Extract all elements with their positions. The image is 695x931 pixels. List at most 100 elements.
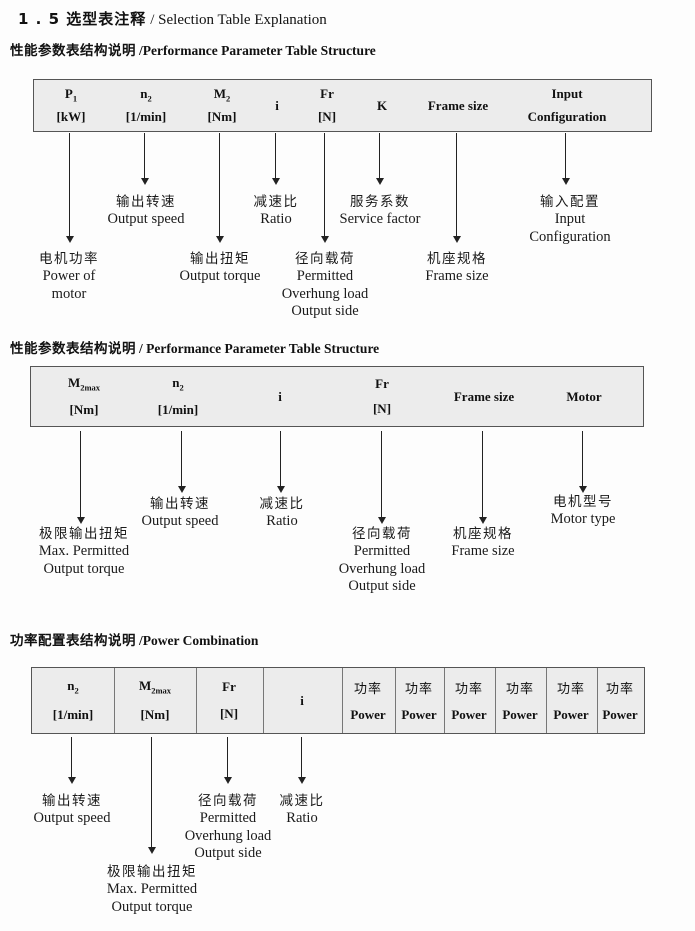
- label-line-cn: 径向载荷: [197, 793, 258, 809]
- label-line-en: Ratio: [286, 810, 318, 826]
- column-divider: [196, 668, 197, 733]
- col-header-k: K: [377, 80, 387, 131]
- label-line-en: Overhung load: [338, 560, 426, 577]
- section1-heading-en: /Performance Parameter Table Structure: [139, 43, 376, 58]
- label-line-cn: 极限输出扭矩: [107, 864, 197, 880]
- section2-heading-cn: 性能参数表结构说明: [10, 341, 136, 357]
- column-divider: [546, 668, 547, 733]
- label-ratio: 减速比 Ratio: [280, 793, 325, 828]
- page-title-en: / Selection Table Explanation: [150, 12, 327, 28]
- arrow-m2: [215, 133, 224, 243]
- col-symbol: M2max: [138, 678, 172, 697]
- col-header-fr: Fr [N]: [220, 668, 238, 733]
- label-line-cn: 减速比: [259, 496, 305, 512]
- col-unit: Power: [451, 707, 487, 722]
- label-output-torque: 输出扭矩 Output torque: [180, 251, 261, 286]
- col-symbol: 功率: [353, 682, 382, 697]
- col-symbol: 功率: [556, 682, 585, 697]
- arrow-m2max: [76, 431, 85, 524]
- col-header-power-1: 功率 Power: [350, 668, 385, 733]
- col-header-frame-size: Frame size: [428, 80, 488, 131]
- label-line-cn: 径向载荷: [351, 526, 412, 542]
- label-line-en: Input: [554, 211, 586, 227]
- label-frame-size: 机座规格 Frame size: [451, 526, 514, 561]
- col-symbol: i: [278, 388, 282, 404]
- section3-heading-en: /Power Combination: [139, 633, 259, 648]
- col-symbol: i: [300, 692, 304, 708]
- label-line-cn: 减速比: [279, 793, 325, 809]
- col-header-i: i: [300, 668, 304, 733]
- column-divider: [597, 668, 598, 733]
- label-line-cn: 径向载荷: [294, 251, 355, 267]
- label-line-cn: 电机型号: [553, 494, 613, 510]
- section2-heading-en: / Performance Parameter Table Structure: [139, 341, 380, 356]
- arrow-motor: [578, 431, 587, 493]
- label-line-en: Overhung load: [184, 827, 272, 844]
- label-line-cn: 极限输出扭矩: [39, 526, 129, 542]
- label-line-cn: 输出转速: [115, 194, 176, 210]
- label-line-en: Permitted: [296, 268, 354, 284]
- arrow-fr: [320, 133, 329, 243]
- col-header-n2: n2 [1/min]: [53, 668, 93, 733]
- label-line-en: Output torque: [179, 268, 261, 284]
- col-symbol: Frame size: [427, 97, 489, 113]
- col-unit: Power: [553, 707, 589, 722]
- col-symbol: P1: [64, 85, 78, 104]
- col-unit: [N]: [219, 706, 239, 721]
- col-symbol: 功率: [404, 682, 433, 697]
- arrow-n2: [67, 737, 76, 784]
- col-unit: [Nm]: [207, 109, 237, 125]
- col-unit: [N]: [317, 108, 337, 124]
- col-symbol: i: [275, 97, 279, 113]
- col-symbol: K: [376, 97, 388, 113]
- label-service-factor: 服务系数 Service factor: [340, 194, 421, 229]
- column-divider: [444, 668, 445, 733]
- label-max-output-torque: 极限输出扭矩 Max. Permitted Output torque: [107, 864, 197, 916]
- label-frame-size: 机座规格 Frame size: [425, 251, 488, 286]
- col-header-power-4: 功率 Power: [502, 668, 537, 733]
- column-divider: [263, 668, 264, 733]
- label-line-cn: 电机功率: [39, 251, 99, 267]
- arrow-fr: [223, 737, 232, 784]
- col-unit: Power: [350, 707, 386, 722]
- label-line-cn: 输出转速: [41, 793, 102, 809]
- col-header-frame-size: Frame size: [454, 367, 514, 426]
- label-line-en: Motor type: [550, 511, 616, 527]
- col-header-fr: Fr [N]: [318, 80, 336, 131]
- arrow-k: [375, 133, 384, 185]
- arrow-n2: [140, 133, 149, 185]
- label-line-en: Output speed: [33, 810, 111, 826]
- label-line-en: Output side: [194, 845, 262, 861]
- col-header-i: i: [278, 367, 282, 426]
- col-unit: [kW]: [56, 109, 86, 125]
- arrow-fr: [377, 431, 386, 524]
- column-divider: [495, 668, 496, 733]
- label-power-of-motor: 电机功率 Power of motor: [39, 251, 99, 303]
- arrow-input-configuration: [561, 133, 570, 185]
- col-unit: Power: [602, 707, 638, 722]
- label-line-en: Overhung load: [281, 285, 369, 302]
- col-symbol: 功率: [454, 682, 483, 697]
- label-line-cn: 服务系数: [349, 194, 410, 210]
- arrow-n2: [177, 431, 186, 493]
- col-symbol: Fr: [375, 376, 389, 391]
- label-line-en: Configuration: [529, 228, 611, 245]
- col-unit: Power: [502, 707, 538, 722]
- col-unit: [1/min]: [157, 401, 199, 417]
- col-unit: [1/min]: [125, 109, 167, 125]
- page-title-cn: 1 . 5 选型表注释: [18, 10, 147, 28]
- label-line-en: Ratio: [266, 513, 298, 529]
- parameter-table-2: M2max [Nm] n2 [1/min] i Fr [N] Frame siz…: [30, 366, 644, 427]
- label-output-speed: 输出转速 Output speed: [34, 793, 111, 828]
- label-overhung-load: 径向载荷 Permitted Overhung load Output side: [339, 526, 426, 596]
- col-symbol: n2: [172, 375, 184, 394]
- label-line-cn: 减速比: [253, 194, 299, 210]
- col-header-fr: Fr [N]: [373, 367, 391, 426]
- col-symbol: n2: [67, 678, 79, 697]
- power-combination-table: n2 [1/min] M2max [Nm] Fr [N] i 功率 Power …: [31, 667, 645, 734]
- parameter-table-1: P1 [kW] n2 [1/min] M2 [Nm] i Fr [N] K Fr…: [33, 79, 652, 132]
- page-title: 1 . 5 选型表注释/ Selection Table Explanation: [18, 8, 327, 29]
- label-line-cn: 输出转速: [149, 496, 210, 512]
- label-overhung-load: 径向载荷 Permitted Overhung load Output side: [185, 793, 272, 863]
